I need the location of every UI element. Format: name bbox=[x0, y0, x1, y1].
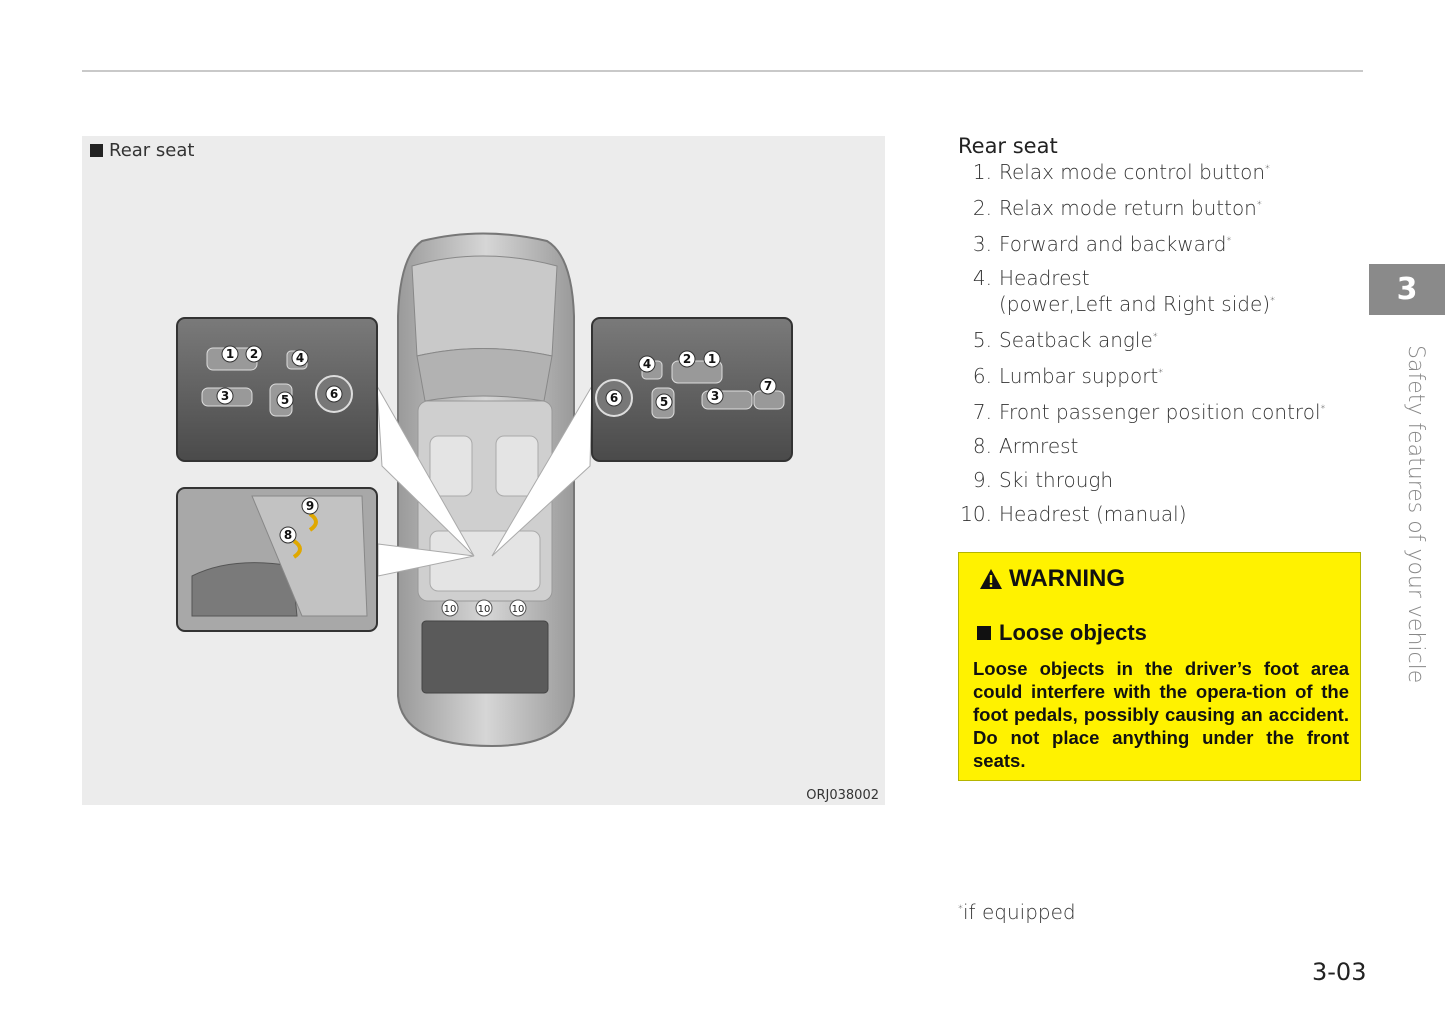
list-item-number: 4. bbox=[958, 266, 992, 290]
list-item-text: (power,Left and Right side) bbox=[999, 292, 1270, 316]
callout-10a: 10 bbox=[444, 604, 457, 615]
chapter-title: Safety features of your vehicle bbox=[1403, 345, 1428, 683]
callout-4-left: 4 bbox=[296, 351, 304, 365]
rear-seat-figure: 10 10 10 1 2 4 3 5 6 bbox=[82, 136, 885, 805]
car-top-view-illustration: 10 10 10 1 2 4 3 5 6 bbox=[82, 136, 885, 805]
list-item-number: 10. bbox=[958, 502, 992, 526]
callout-10c: 10 bbox=[512, 604, 525, 615]
figure-code: ORJ038002 bbox=[806, 788, 879, 803]
callout-4-right: 4 bbox=[643, 357, 651, 371]
page-number: 3-03 bbox=[1312, 958, 1366, 986]
warning-box: WARNING Loose objects Loose objects in t… bbox=[958, 552, 1361, 781]
list-title: Rear seat bbox=[958, 134, 1058, 158]
list-item-number: 5. bbox=[958, 328, 992, 352]
list-item-text: Ski through bbox=[999, 468, 1113, 492]
callout-8: 8 bbox=[284, 528, 292, 542]
list-item-number: 6. bbox=[958, 364, 992, 388]
callout-1-left: 1 bbox=[226, 347, 234, 361]
callout-2-left: 2 bbox=[250, 347, 258, 361]
callout-1-right: 1 bbox=[708, 352, 716, 366]
list-item-text: Headrest (manual) bbox=[999, 502, 1187, 526]
list-item-number: 9. bbox=[958, 468, 992, 492]
list-item-text: Relax mode return button bbox=[999, 196, 1257, 220]
callout-6-left: 6 bbox=[330, 387, 338, 401]
figure-caption-text: Rear seat bbox=[109, 140, 194, 161]
if-equipped-mark: * bbox=[1257, 199, 1262, 210]
list-item-text: Forward and backward bbox=[999, 232, 1226, 256]
footnote-text: if equipped bbox=[963, 900, 1076, 924]
list-item-number: 3. bbox=[958, 232, 992, 256]
callout-5-left: 5 bbox=[281, 393, 289, 407]
if-equipped-mark: * bbox=[1321, 403, 1326, 414]
top-rule bbox=[82, 70, 1363, 72]
warning-title-text: WARNING bbox=[1009, 565, 1125, 593]
warning-title: WARNING bbox=[979, 565, 1125, 593]
if-equipped-mark: * bbox=[1265, 163, 1270, 174]
list-item-text: Lumbar support bbox=[999, 364, 1158, 388]
square-bullet-icon bbox=[90, 144, 103, 157]
warning-subtitle: Loose objects bbox=[977, 620, 1147, 646]
callout-3-left: 3 bbox=[221, 389, 229, 403]
square-bullet-icon bbox=[977, 626, 991, 640]
warning-triangle-icon bbox=[979, 568, 1003, 590]
if-equipped-mark: * bbox=[1158, 367, 1163, 378]
list-item-text: Front passenger position control bbox=[999, 400, 1321, 424]
callout-5-right: 5 bbox=[660, 395, 668, 409]
list-item-text: Relax mode control button bbox=[999, 160, 1265, 184]
list-item-number: 2. bbox=[958, 196, 992, 220]
if-equipped-mark: * bbox=[1270, 295, 1275, 306]
warning-subtitle-text: Loose objects bbox=[999, 620, 1147, 646]
chapter-tab: 3 bbox=[1369, 264, 1445, 315]
list-item-text: Seatback angle bbox=[999, 328, 1153, 352]
callout-2-right: 2 bbox=[683, 352, 691, 366]
list-item-number: 1. bbox=[958, 160, 992, 184]
if-equipped-mark: * bbox=[1226, 235, 1231, 246]
warning-body: Loose objects in the driver’s foot area … bbox=[973, 657, 1349, 772]
callout-9: 9 bbox=[306, 499, 314, 513]
footnote: *if equipped bbox=[958, 900, 1076, 924]
callout-10b: 10 bbox=[478, 604, 491, 615]
list-item-number: 7. bbox=[958, 400, 992, 424]
callout-7-right: 7 bbox=[764, 379, 772, 393]
list-item-text: Armrest bbox=[999, 434, 1078, 458]
figure-caption: Rear seat bbox=[90, 140, 194, 161]
callout-3-right: 3 bbox=[711, 389, 719, 403]
list-item-number: 8. bbox=[958, 434, 992, 458]
if-equipped-mark: * bbox=[1153, 331, 1158, 342]
list-item-text: Headrest bbox=[999, 266, 1090, 290]
callout-6-right: 6 bbox=[610, 391, 618, 405]
